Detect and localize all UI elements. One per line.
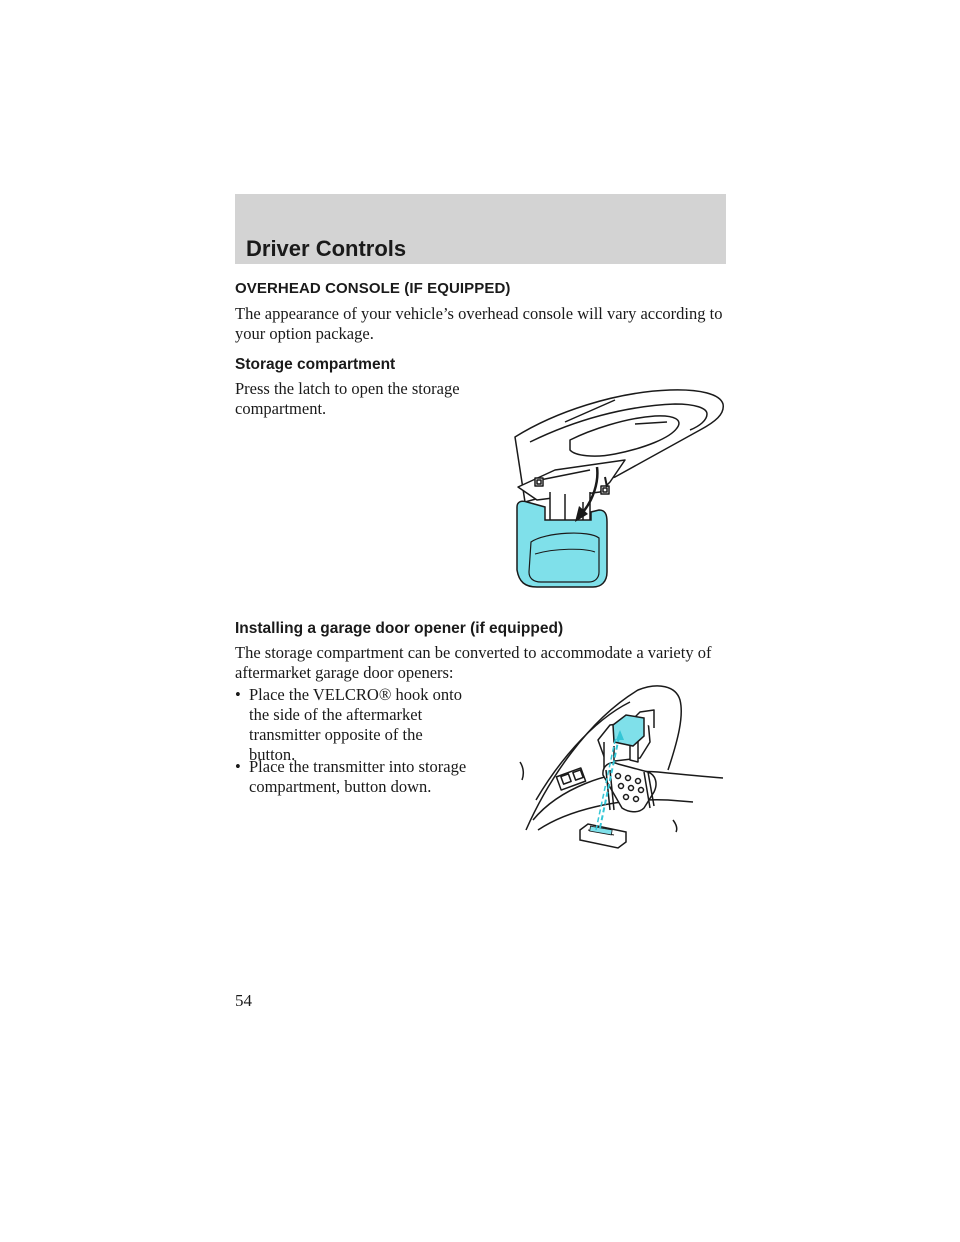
bullet-marker: • [235,685,241,704]
garage-opener-illustration [519,685,724,849]
garage-heading: Installing a garage door opener (if equi… [235,620,564,637]
section-intro-line-1: The appearance of your vehicle’s overhea… [235,304,723,323]
garage-intro-line-2: aftermarket garage door openers: [235,663,454,682]
garage-intro-line-1: The storage compartment can be converted… [235,643,712,662]
storage-heading: Storage compartment [235,356,396,373]
bullet-1-line-4: button. [249,745,296,764]
bullet-marker: • [235,757,241,776]
guide-line [599,731,621,829]
page-number: 54 [235,991,252,1010]
transmitter [579,823,627,849]
latch-arrow-icon [582,466,599,513]
section-heading: OVERHEAD CONSOLE (IF EQUIPPED) [235,280,511,297]
bullet-1-line-1: Place the VELCRO® hook onto [249,685,462,704]
header-band [235,194,726,264]
bullet-2-line-2: compartment, button down. [249,777,432,796]
storage-text-line-1: Press the latch to open the storage [235,379,460,398]
section-intro-line-2: your option package. [235,324,374,343]
bullet-1-line-2: the side of the aftermarket [249,705,423,724]
storage-text-line-2: compartment. [235,399,327,418]
storage-compartment-illustration [514,389,724,588]
bullet-1-line-3: transmitter opposite of the [249,725,423,744]
page-header-title: Driver Controls [246,236,407,261]
bullet-2-line-1: Place the transmitter into storage [249,757,467,776]
